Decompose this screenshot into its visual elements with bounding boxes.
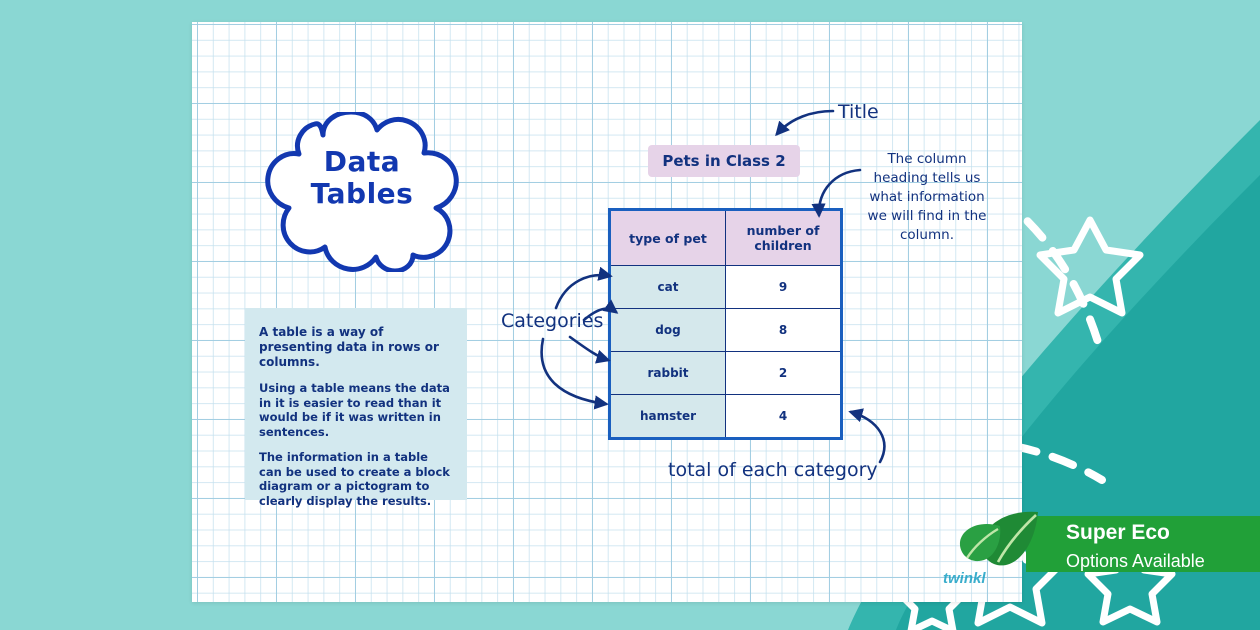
heading-line-1: Data: [323, 145, 401, 178]
eco-banner: [1026, 516, 1260, 572]
cell-category: rabbit: [609, 351, 726, 395]
data-table: type of pet number of children cat 9 dog…: [608, 208, 843, 440]
cell-total: 8: [725, 308, 842, 352]
table-row: cat 9: [609, 265, 842, 309]
cell-category: dog: [609, 308, 726, 352]
annotation-categories-label: Categories: [501, 310, 604, 332]
heading-line-2: Tables: [310, 177, 414, 210]
cloud-heading-text: Data Tables: [256, 146, 468, 210]
column-header-number-of-children: number of children: [725, 209, 842, 266]
table-title-banner: Pets in Class 2: [648, 145, 800, 177]
info-paragraph-1: A table is a way of presenting data in r…: [259, 325, 439, 369]
column-header-type-of-pet: type of pet: [609, 209, 726, 266]
info-paragraph-3: The information in a table can be used t…: [259, 450, 450, 508]
info-box: A table is a way of presenting data in r…: [245, 308, 467, 508]
info-paragraph-2: Using a table means the data in it is ea…: [259, 381, 450, 439]
cell-category: cat: [609, 265, 726, 309]
cell-total: 2: [725, 351, 842, 395]
cell-category: hamster: [609, 394, 726, 439]
table-row: rabbit 2: [609, 351, 842, 395]
cloud-shape-icon: [265, 109, 459, 274]
table-header-row: type of pet number of children: [609, 209, 842, 266]
table-row: dog 8: [609, 308, 842, 352]
table-row: hamster 4: [609, 394, 842, 439]
eco-banner-line-2: Options Available: [1066, 551, 1205, 571]
annotation-title-label: Title: [838, 101, 879, 123]
cloud-heading: Data Tables: [256, 109, 468, 274]
twinkl-watermark: twinkl: [943, 570, 986, 587]
annotation-column-heading-note: The column heading tells us what informa…: [867, 151, 987, 243]
eco-banner-line-1: Super Eco: [1066, 521, 1170, 544]
cell-total: 4: [725, 394, 842, 439]
leaf-icon: [959, 511, 1038, 566]
cell-total: 9: [725, 265, 842, 309]
annotation-totals-label: total of each category: [668, 459, 878, 481]
